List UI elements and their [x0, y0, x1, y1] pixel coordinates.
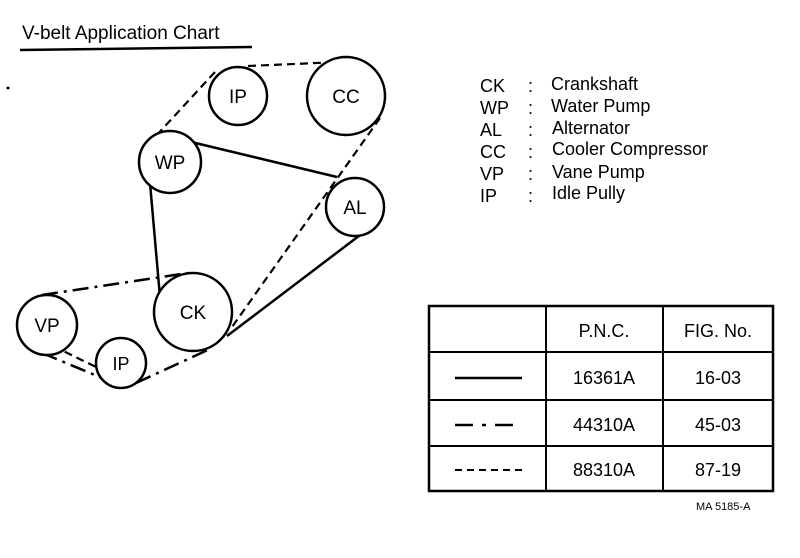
svg-text:VP: VP — [480, 164, 504, 184]
svg-text:16-03: 16-03 — [695, 368, 741, 388]
svg-text:Water Pump: Water Pump — [551, 96, 650, 116]
svg-text::: : — [528, 164, 533, 184]
svg-text:CC: CC — [332, 87, 359, 108]
svg-text::: : — [528, 142, 533, 162]
svg-text:IP: IP — [480, 186, 497, 206]
pulley-wp: WP — [137, 129, 203, 195]
svg-text:AL: AL — [343, 198, 366, 219]
svg-text:44310A: 44310A — [573, 415, 635, 435]
pulley-cc: CC — [305, 55, 387, 137]
table-row: 88310A 87-19 — [455, 460, 741, 480]
svg-text:45-03: 45-03 — [695, 415, 741, 435]
table-row: 16361A 16-03 — [455, 368, 741, 388]
pulley-ip-top: IP — [207, 65, 269, 127]
svg-text::: : — [528, 98, 533, 118]
svg-text:CC: CC — [480, 142, 506, 162]
reference-code: MA 5185-A — [696, 501, 751, 513]
svg-text:88310A: 88310A — [573, 460, 635, 480]
legend-item: CK : Crankshaft — [480, 74, 638, 96]
legend-item: WP : Water Pump — [480, 96, 650, 118]
legend-item: CC : Cooler Compressor — [480, 139, 708, 162]
svg-text::: : — [528, 76, 533, 96]
svg-text::: : — [528, 186, 533, 206]
pulley-al: AL — [324, 176, 386, 238]
svg-text:16361A: 16361A — [573, 368, 635, 388]
legend-item: VP : Vane Pump — [480, 162, 645, 184]
legend: CK : Crankshaft WP : Water Pump AL : Alt… — [480, 74, 708, 206]
svg-text:IP: IP — [229, 87, 247, 108]
svg-text:AL: AL — [480, 120, 502, 140]
table-header-fig: FIG. No. — [684, 321, 752, 341]
pulley-ck: CK — [152, 271, 234, 353]
svg-text:WP: WP — [480, 98, 509, 118]
scan-speck — [6, 86, 10, 90]
page-title: V-belt Application Chart — [22, 23, 220, 44]
svg-text:IP: IP — [112, 354, 129, 374]
svg-text:Alternator: Alternator — [552, 118, 630, 138]
svg-text:Idle Pully: Idle Pully — [552, 183, 625, 203]
svg-text:Cooler Compressor: Cooler Compressor — [552, 139, 708, 159]
pulley-vp: VP — [15, 293, 79, 357]
svg-text:WP: WP — [155, 153, 186, 174]
table-header-pnc: P.N.C. — [579, 321, 630, 341]
pulley-ip-bottom: IP — [94, 336, 148, 390]
title-underline — [19, 45, 253, 52]
belt-dash-dot — [41, 271, 213, 385]
svg-text:Crankshaft: Crankshaft — [551, 74, 638, 94]
svg-text:CK: CK — [480, 76, 505, 96]
legend-item: IP : Idle Pully — [480, 183, 625, 206]
svg-text:CK: CK — [180, 303, 207, 324]
legend-item: AL : Alternator — [480, 118, 630, 140]
svg-text:Vane Pump: Vane Pump — [552, 162, 645, 182]
parts-table: P.N.C. FIG. No. 16361A 16-03 44310A 45-0… — [427, 304, 775, 493]
svg-text::: : — [528, 120, 533, 140]
table-row: 44310A 45-03 — [455, 415, 741, 435]
svg-text:87-19: 87-19 — [695, 460, 741, 480]
svg-text:VP: VP — [34, 316, 59, 337]
